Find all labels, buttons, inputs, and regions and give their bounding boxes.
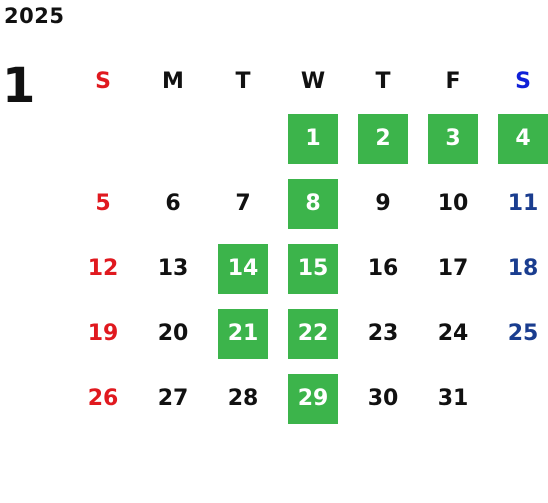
weekday-wednesday: W (300, 68, 326, 94)
day-cell: 8 (278, 171, 348, 236)
day-number: 13 (157, 256, 189, 281)
day-cell: 15 (278, 236, 348, 301)
day-number: 31 (437, 386, 469, 411)
day-cell: 23 (348, 301, 418, 366)
day-number: 27 (157, 386, 189, 411)
day-cell: 4 (488, 106, 548, 171)
day-number: 16 (367, 256, 399, 281)
day-cell: 5 (68, 171, 138, 236)
day-cell: 29 (278, 366, 348, 431)
day-cell (208, 106, 278, 171)
day-number: 10 (437, 191, 469, 216)
day-cell: 1 (278, 106, 348, 171)
day-number: 22 (288, 308, 338, 359)
day-cell: 31 (418, 366, 488, 431)
weekday-saturday: S (515, 68, 531, 94)
weekday-sunday: S (95, 68, 111, 94)
weekday-monday: M (162, 68, 184, 94)
day-cell: 13 (138, 236, 208, 301)
day-number: 9 (375, 191, 391, 216)
day-cell: 22 (278, 301, 348, 366)
day-cell: 28 (208, 366, 278, 431)
day-cell: 26 (68, 366, 138, 431)
day-cell: 7 (208, 171, 278, 236)
day-number: 1 (288, 113, 338, 164)
day-cell: 19 (68, 301, 138, 366)
day-number: 2 (358, 113, 408, 164)
day-number: 26 (87, 386, 119, 411)
day-number: 11 (507, 191, 539, 216)
day-cell: 12 (68, 236, 138, 301)
day-number: 25 (507, 321, 539, 346)
day-cell (68, 106, 138, 171)
day-cell: 9 (348, 171, 418, 236)
day-cell: 20 (138, 301, 208, 366)
day-number: 23 (367, 321, 399, 346)
day-cell: 10 (418, 171, 488, 236)
day-number: 8 (288, 178, 338, 229)
day-number: 12 (87, 256, 119, 281)
day-cell: 27 (138, 366, 208, 431)
day-number: 30 (367, 386, 399, 411)
calendar-grid: S M T W T F S 1 2 3 4 5 6 7 8 9 10 11 12… (68, 56, 548, 431)
day-number: 24 (437, 321, 469, 346)
day-cell: 24 (418, 301, 488, 366)
month-label: 1 (2, 58, 36, 114)
day-number: 20 (157, 321, 189, 346)
year-label: 2025 (4, 4, 65, 28)
day-number: 18 (507, 256, 539, 281)
day-number: 29 (288, 373, 338, 424)
day-cell: 30 (348, 366, 418, 431)
day-number: 14 (218, 243, 268, 294)
weekday-tuesday: T (235, 68, 251, 94)
day-number: 7 (235, 191, 251, 216)
day-cell: 25 (488, 301, 548, 366)
day-number: 15 (288, 243, 338, 294)
day-cell: 14 (208, 236, 278, 301)
day-cell (488, 366, 548, 431)
day-cell: 17 (418, 236, 488, 301)
day-number: 4 (498, 113, 548, 164)
day-cell: 2 (348, 106, 418, 171)
day-cell (138, 106, 208, 171)
day-cell: 16 (348, 236, 418, 301)
weekday-friday: F (445, 68, 461, 94)
day-number: 5 (95, 191, 111, 216)
day-cell: 3 (418, 106, 488, 171)
day-number: 3 (428, 113, 478, 164)
day-cell: 21 (208, 301, 278, 366)
day-cell: 6 (138, 171, 208, 236)
day-number: 19 (87, 321, 119, 346)
day-number: 6 (165, 191, 181, 216)
day-number: 21 (218, 308, 268, 359)
weekday-thursday: T (375, 68, 391, 94)
day-number: 28 (227, 386, 259, 411)
day-cell: 11 (488, 171, 548, 236)
day-number: 17 (437, 256, 469, 281)
day-cell: 18 (488, 236, 548, 301)
